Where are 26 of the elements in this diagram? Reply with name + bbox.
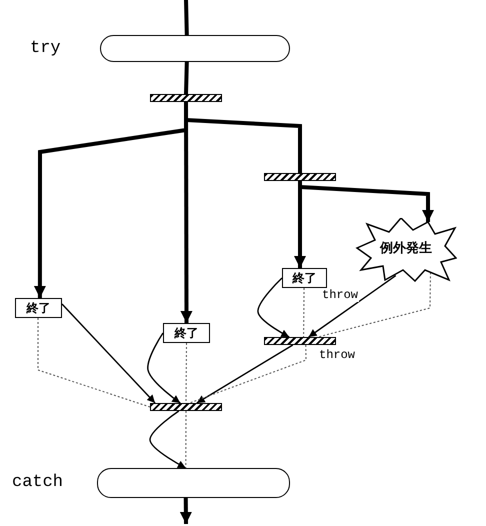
- dotted-line: [303, 288, 305, 338]
- block-keyword: try: [30, 38, 61, 58]
- sync-bar: [150, 94, 222, 102]
- dotted-line: [185, 410, 186, 468]
- arrow: [147, 332, 181, 404]
- arrow: [180, 498, 192, 524]
- node-label: 例外発生: [378, 241, 433, 257]
- exception-starburst: [355, 218, 457, 282]
- dotted-line: [189, 344, 306, 404]
- arrow: [196, 344, 294, 404]
- sync-bar: [264, 173, 336, 181]
- arrow: [298, 181, 434, 222]
- arrow: [257, 278, 290, 338]
- end-box: 終了: [15, 298, 62, 318]
- arrow: [61, 304, 156, 404]
- arrow: [308, 275, 396, 338]
- end-box: 終了: [282, 268, 327, 288]
- arrow: [149, 410, 186, 469]
- sync-bar: [150, 403, 222, 411]
- edge-label: throw: [321, 289, 360, 302]
- sync-bar: [264, 337, 336, 345]
- block-keyword: catch: [12, 473, 64, 493]
- dotted-line: [318, 272, 431, 338]
- dotted-line: [38, 318, 150, 408]
- end-box: 終了: [163, 323, 210, 343]
- dotted-line: [186, 342, 187, 404]
